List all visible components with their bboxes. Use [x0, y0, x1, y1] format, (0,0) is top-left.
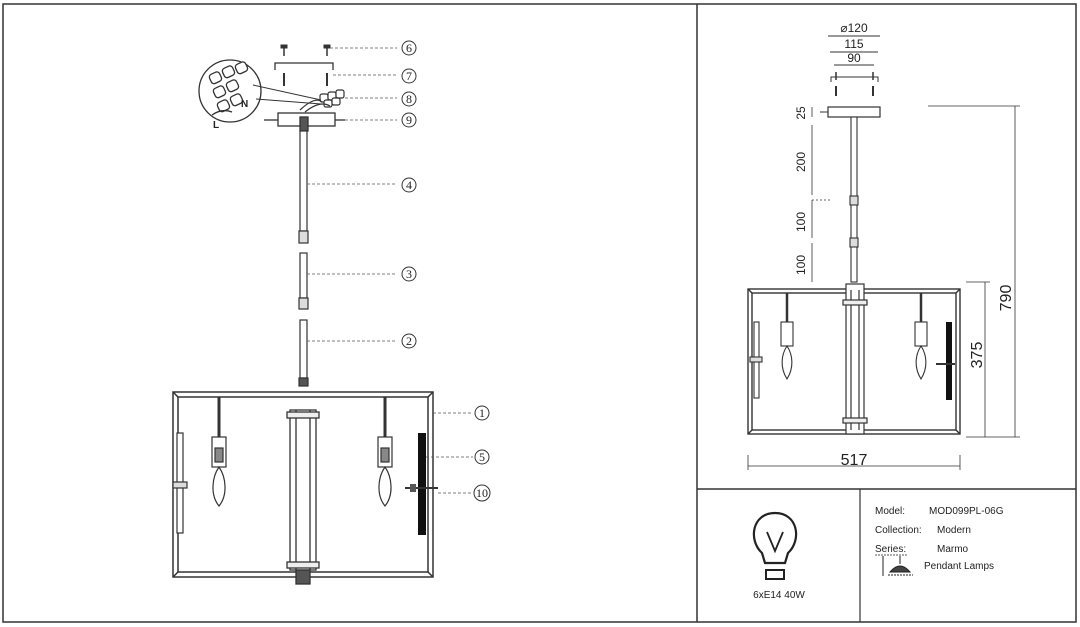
terminal-block	[299, 89, 345, 113]
dim-canopy-inner: 90	[847, 51, 861, 65]
callout-4: 4	[401, 177, 417, 193]
wiring-detail-magnifier: N L	[198, 59, 322, 131]
dim-rod-b: 100	[794, 212, 808, 232]
svg-text:9: 9	[406, 113, 412, 127]
dim-canopy-outer: ⌀120	[840, 21, 868, 35]
dimension-view: ⌀120 115 90 25 200 100 100	[747, 21, 1020, 470]
light-bulb-icon	[752, 511, 798, 580]
callout-5: 5	[474, 449, 490, 465]
svg-text:6: 6	[406, 41, 412, 55]
callout-10: 10	[473, 484, 491, 502]
bulb-spec: 6xE14 40W	[753, 590, 805, 601]
callout-1: 1	[474, 405, 490, 421]
svg-text:3: 3	[406, 267, 412, 281]
bulb-spec-block: 6xE14 40W	[752, 511, 805, 601]
model-label: Model:	[875, 506, 905, 517]
dim-canopy-mid: 115	[844, 37, 863, 51]
central-tube	[286, 409, 320, 585]
svg-text:4: 4	[406, 178, 412, 192]
mounting-bracket	[274, 62, 334, 86]
callout-6: 6	[401, 40, 417, 56]
dim-rod-a: 200	[794, 152, 808, 172]
svg-text:1: 1	[479, 406, 485, 420]
callout-7: 7	[401, 68, 417, 84]
dim-canopy	[827, 106, 881, 118]
type-value: Pendant Lamps	[924, 561, 994, 572]
dim-body-height: 375	[969, 342, 986, 369]
svg-text:2: 2	[406, 334, 412, 348]
callout-2: 2	[401, 333, 417, 349]
callout-leaders	[307, 47, 473, 494]
collection-value: Modern	[937, 525, 971, 536]
live-wire-label: L	[213, 120, 219, 131]
dim-canopy-height: 25	[794, 106, 808, 120]
canopy	[264, 112, 345, 132]
right-bulb-socket	[377, 397, 393, 507]
callout-8: 8	[401, 91, 417, 107]
model-value: MOD099PL-06G	[929, 506, 1004, 517]
marble-panel	[405, 433, 438, 535]
suspension-rods	[298, 130, 309, 387]
mounting-screws	[280, 44, 331, 56]
svg-text:8: 8	[406, 92, 412, 106]
dim-rod-c: 100	[794, 255, 808, 275]
left-bulb-socket	[211, 397, 227, 507]
pendant-lamp-icon	[882, 556, 913, 576]
series-value: Marmo	[937, 544, 969, 555]
callout-9: 9	[401, 112, 417, 128]
neutral-wire-label: N	[241, 99, 248, 110]
sheet-border	[2, 3, 1077, 623]
svg-text:10: 10	[476, 486, 488, 500]
svg-text:7: 7	[406, 69, 412, 83]
dim-total-height: 790	[998, 285, 1015, 312]
product-info: Model: MOD099PL-06G Collection: Modern S…	[875, 506, 1004, 576]
collection-label: Collection:	[875, 525, 922, 536]
callout-3: 3	[401, 266, 417, 282]
svg-text:5: 5	[479, 450, 485, 464]
dim-body-width: 517	[841, 452, 868, 469]
series-label: Series:	[875, 544, 906, 555]
assembly-view: N L	[172, 40, 491, 585]
left-marble-rail	[172, 432, 188, 534]
